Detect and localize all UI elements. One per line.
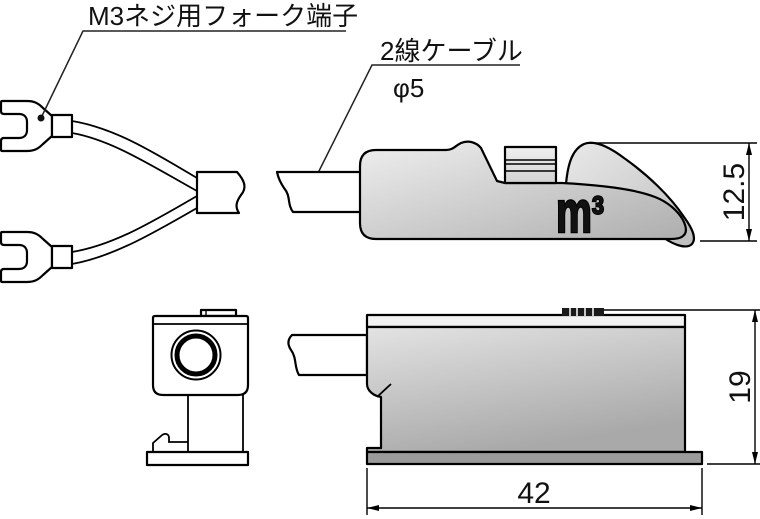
arrowhead-up <box>752 310 758 322</box>
fork-terminal-lower <box>0 230 74 284</box>
cable-type-label: 2線ケーブル <box>380 36 523 66</box>
m3-logo: m 3 <box>555 179 605 246</box>
fork-terminal-leader-line <box>40 30 346 119</box>
ribbed-slider-block <box>503 145 558 185</box>
side-base-rail <box>365 450 704 466</box>
lead-wire-assembly <box>0 99 246 284</box>
side-clip-notch <box>376 383 392 398</box>
cable-jacket <box>195 170 246 215</box>
head-profile-view: m 3 <box>275 140 696 248</box>
fork-terminal-label: M3ネジ用フォーク端子 <box>88 1 358 31</box>
crimp-barrel-lower <box>50 244 74 270</box>
lens-opening <box>170 329 222 381</box>
arrowhead-up <box>746 143 752 155</box>
callout-cable: 2線ケーブル φ5 <box>309 36 523 187</box>
dimension-value-body-length: 42 <box>517 477 550 510</box>
dimension-19: 19 <box>604 309 760 465</box>
arrowhead-left <box>367 505 379 511</box>
fork-terminal-upper <box>0 99 74 153</box>
side-body <box>365 325 687 454</box>
head-body-profile <box>358 140 688 241</box>
m3-logo-exponent: 3 <box>592 192 604 220</box>
side-top-plate <box>365 313 687 329</box>
fork-terminal-leader-dot <box>37 114 45 122</box>
dimension-value-body-height: 19 <box>724 370 757 403</box>
cable-leader-line <box>312 64 520 184</box>
arrowhead-right <box>690 505 702 511</box>
wire-lower <box>71 195 198 265</box>
wire-upper <box>71 120 198 192</box>
cable-stub-side-view <box>287 333 369 377</box>
m3-logo-base: m <box>556 180 592 245</box>
dimension-12-5: 12.5 <box>590 142 757 242</box>
cable-diameter-label: φ5 <box>393 73 424 103</box>
dimension-value-head-height: 12.5 <box>718 163 751 221</box>
front-base-plate <box>145 450 250 467</box>
crimp-barrel-upper <box>50 113 74 139</box>
dimension-42: 42 <box>366 468 703 515</box>
front-view <box>145 308 250 467</box>
callout-fork-terminal: M3ネジ用フォーク端子 <box>37 1 358 122</box>
knurl-strip <box>562 308 604 316</box>
arrowhead-down <box>746 229 752 241</box>
cable-stub-top-view <box>275 170 369 214</box>
side-view <box>287 308 704 466</box>
front-clip-hook <box>152 432 188 452</box>
arrowhead-down <box>752 452 758 464</box>
